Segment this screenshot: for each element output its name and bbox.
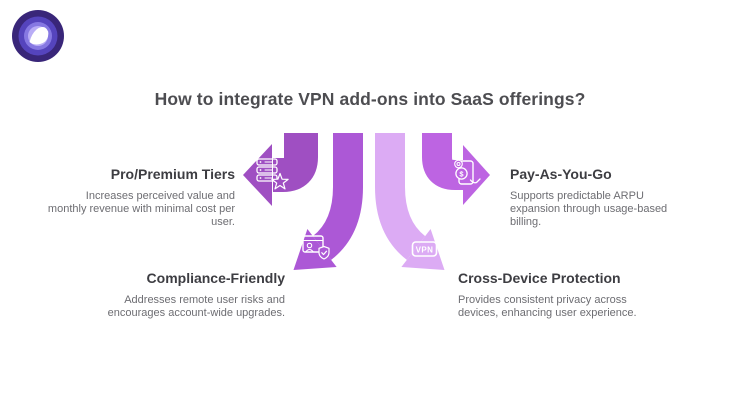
server-star-icon [256, 158, 289, 190]
section-body: Supports predictable ARPU expansion thro… [510, 190, 668, 229]
vpn-badge-icon: VPN [411, 241, 438, 257]
section-cross-device-protection: Cross-Device Protection Provides consist… [458, 270, 654, 320]
section-body: Provides consistent privacy across devic… [458, 294, 637, 320]
arrows-graphic: VPN $ [243, 133, 490, 270]
section-heading: Compliance-Friendly [146, 270, 285, 286]
section-heading: Cross-Device Protection [458, 270, 621, 286]
section-body: Addresses remote user risks and encourag… [107, 294, 285, 320]
vpn-badge-label: VPN [416, 245, 434, 254]
section-heading: Pro/Premium Tiers [110, 166, 235, 182]
section-heading: Pay-As-You-Go [510, 166, 612, 182]
logo-pick-icon [29, 27, 49, 45]
page-title: How to integrate VPN add-ons into SaaS o… [154, 89, 586, 109]
mobile-payment-icon: $ [454, 159, 481, 185]
section-pro-premium-tiers: Pro/Premium Tiers Increases perceived va… [47, 166, 235, 230]
section-compliance-friendly: Compliance-Friendly Addresses remote use… [85, 270, 285, 320]
arrow-cross-device [375, 133, 445, 270]
purevpn-logo [12, 10, 64, 62]
section-pay-as-you-go: Pay-As-You-Go Supports predictable ARPU … [510, 166, 675, 230]
arrow-compliance [293, 133, 363, 270]
browser-shield-icon [302, 235, 330, 260]
section-body: Increases perceived value and monthly re… [47, 190, 235, 229]
arrow-pay-go [422, 133, 490, 205]
dollar-sign-glyph: $ [459, 169, 464, 178]
